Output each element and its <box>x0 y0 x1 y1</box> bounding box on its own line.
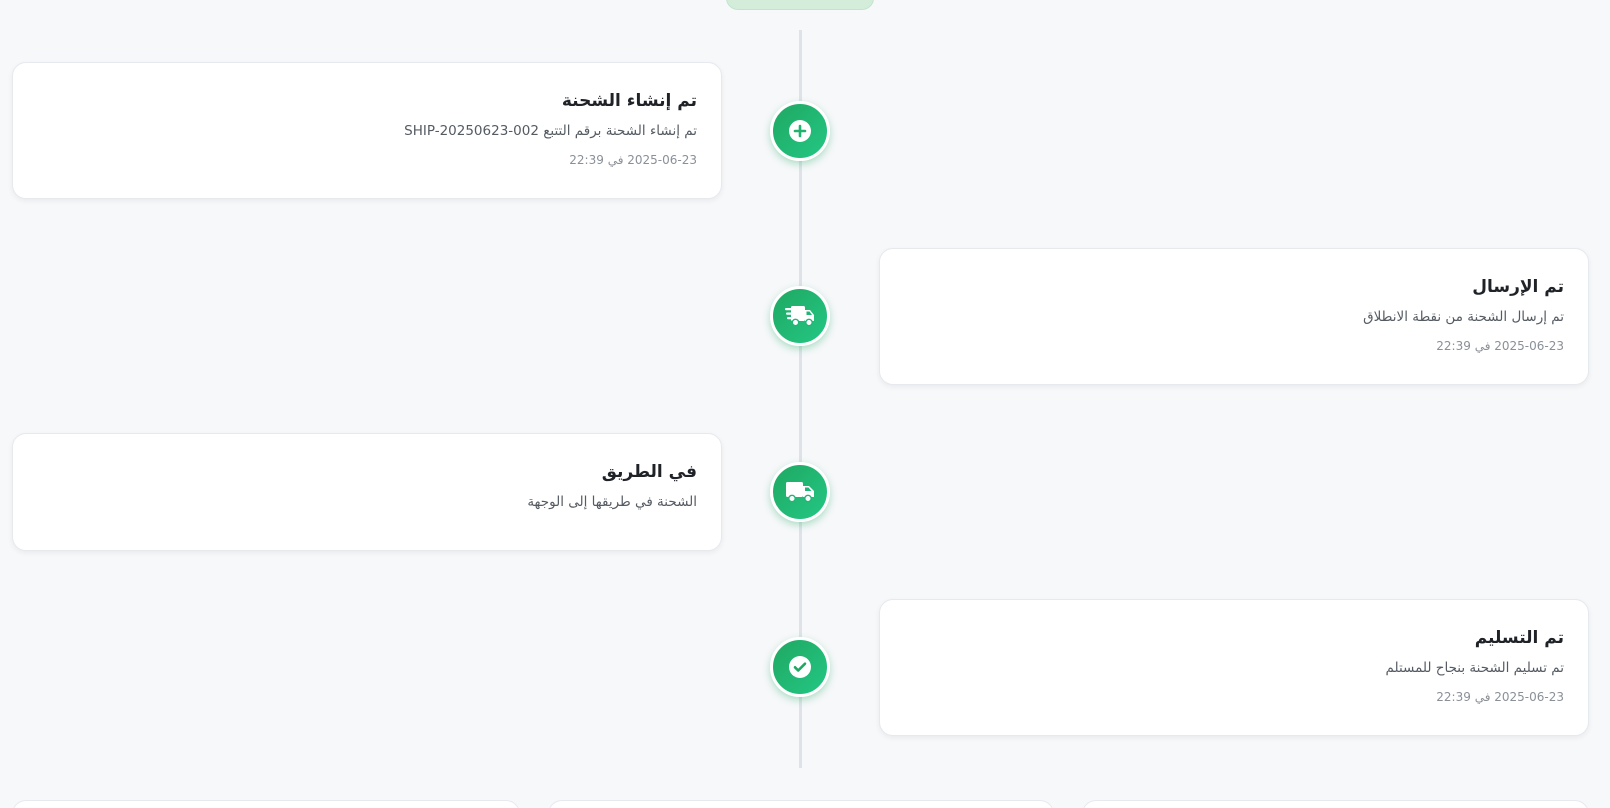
event-time: 2025-06-23 في 22:39 <box>1436 339 1564 353</box>
event-time: 2025-06-23 في 22:39 <box>569 153 697 167</box>
status-badge <box>726 0 874 10</box>
timeline-event-delivered: تم التسليم تم تسليم الشحنة بنجاح للمستلم… <box>879 599 1589 736</box>
plus-circle-icon <box>789 120 811 142</box>
timeline-event-created: تم إنشاء الشحنة تم إنشاء الشحنة برقم الت… <box>12 62 722 199</box>
event-description: تم إرسال الشحنة من نقطة الانطلاق <box>1363 309 1564 325</box>
event-title: في الطريق <box>601 462 697 482</box>
timeline-event-in-transit: في الطريق الشحنة في طريقها إلى الوجهة <box>12 433 722 551</box>
event-title: تم إنشاء الشحنة <box>561 91 697 111</box>
event-marker-delivered <box>770 637 830 697</box>
event-time: 2025-06-23 في 22:39 <box>1436 690 1564 704</box>
timeline-event-shipped: تم الإرسال تم إرسال الشحنة من نقطة الانط… <box>879 248 1589 385</box>
event-description: تم إنشاء الشحنة برقم التتبع SHIP-2025062… <box>404 123 697 139</box>
summary-card <box>548 800 1054 808</box>
truck-icon <box>786 482 814 503</box>
event-marker-in-transit <box>770 462 830 522</box>
timeline-line <box>799 30 802 768</box>
event-marker-shipped <box>770 286 830 346</box>
event-marker-created <box>770 101 830 161</box>
fast-truck-icon <box>785 306 814 327</box>
event-description: تم تسليم الشحنة بنجاح للمستلم <box>1385 660 1565 676</box>
event-title: تم التسليم <box>1474 628 1564 648</box>
summary-card <box>12 800 520 808</box>
event-title: تم الإرسال <box>1472 277 1564 297</box>
check-circle-icon <box>789 656 811 678</box>
event-description: الشحنة في طريقها إلى الوجهة <box>527 494 697 510</box>
summary-card <box>1082 800 1589 808</box>
